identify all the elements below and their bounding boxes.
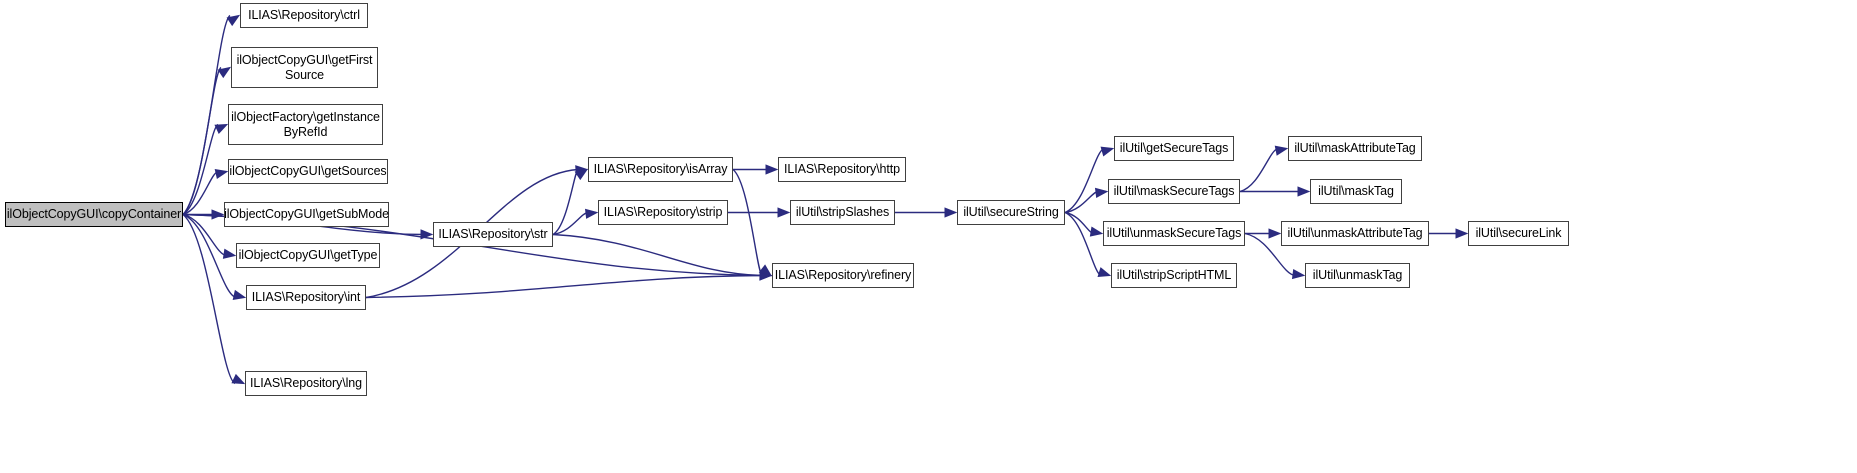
graph-node-lng[interactable]: ILIAS\Repository\lng — [245, 371, 367, 396]
graph-node-getSecureTags[interactable]: ilUtil\getSecureTags — [1114, 136, 1234, 161]
edge-copyContainer-to-getInstanceByRefId — [182, 123, 219, 216]
edge-arrowhead — [1268, 228, 1282, 239]
edge-arrowhead — [1297, 186, 1311, 197]
graph-node-label: ilObjectCopyGUI\getType — [238, 248, 378, 263]
graph-node-label: ilObjectFactory\getInstance ByRefId — [231, 110, 380, 139]
edge-arrowhead — [1455, 228, 1469, 239]
graph-node-unmaskSecureTags[interactable]: ilUtil\unmaskSecureTags — [1103, 221, 1245, 246]
graph-node-label: ILIAS\Repository\http — [783, 162, 900, 177]
graph-node-label: ilUtil\unmaskSecureTags — [1106, 226, 1242, 241]
edge-arrowhead — [214, 168, 229, 180]
edge-arrowhead — [574, 168, 589, 181]
edge-arrowhead — [231, 373, 246, 385]
edge-arrowhead — [777, 207, 791, 218]
graph-node-stripSlashes[interactable]: ilUtil\stripSlashes — [790, 200, 895, 225]
graph-node-label: ilObjectCopyGUI\copyContainer — [6, 207, 182, 222]
graph-node-label: ilUtil\maskSecureTags — [1113, 184, 1235, 199]
graph-node-label: ILIAS\Repository\int — [251, 290, 361, 305]
graph-node-label: ILIAS\Repository\str — [438, 227, 548, 242]
graph-node-maskTag[interactable]: ilUtil\maskTag — [1310, 179, 1402, 204]
edge-copyContainer-to-ctrl — [182, 14, 231, 215]
graph-node-getFirstSource[interactable]: ilObjectCopyGUI\getFirst Source — [231, 47, 378, 88]
edge-arrowhead — [420, 229, 434, 240]
graph-node-refinery[interactable]: ILIAS\Repository\refinery — [772, 263, 914, 288]
edge-arrowhead — [226, 14, 241, 27]
graph-node-getSubMode[interactable]: ilObjectCopyGUI\getSubMode — [224, 202, 389, 227]
graph-node-secureString[interactable]: ilUtil\secureString — [957, 200, 1065, 225]
edge-arrowhead — [759, 270, 773, 281]
graph-node-label: ilObjectCopyGUI\getSubMode — [224, 207, 389, 222]
edge-arrowhead — [584, 208, 599, 219]
edge-maskSecureTags-to-maskAttributeTag — [1239, 147, 1279, 193]
graph-node-label: ilUtil\stripSlashes — [795, 205, 890, 220]
graph-node-str[interactable]: ILIAS\Repository\str — [433, 222, 553, 247]
edge-int-to-refinery — [365, 274, 763, 299]
edge-copyContainer-to-lng — [182, 213, 236, 385]
edge-str-to-strip — [552, 211, 589, 236]
graph-node-label: ILIAS\Repository\ctrl — [248, 8, 360, 23]
graph-node-isArray[interactable]: ILIAS\Repository\isArray — [588, 157, 733, 182]
graph-node-maskSecureTags[interactable]: ilUtil\maskSecureTags — [1108, 179, 1240, 204]
graph-node-label: ILIAS\Repository\strip — [603, 205, 723, 220]
edge-copyContainer-to-getFirstSource — [182, 66, 222, 216]
edge-arrowhead — [759, 270, 773, 281]
graph-node-strip[interactable]: ILIAS\Repository\strip — [598, 200, 728, 225]
graph-node-ctrl[interactable]: ILIAS\Repository\ctrl — [240, 3, 368, 28]
graph-node-unmaskTag[interactable]: ilUtil\unmaskTag — [1305, 263, 1410, 288]
graph-node-label: ilUtil\unmaskAttributeTag — [1287, 226, 1423, 241]
edge-arrowhead — [1291, 268, 1306, 280]
edge-arrowhead — [222, 248, 237, 259]
edge-arrowhead — [759, 270, 773, 281]
edge-isArray-to-refinery — [732, 168, 763, 277]
edge-arrowhead — [232, 289, 247, 300]
edge-str-to-isArray — [552, 168, 579, 236]
edge-arrowhead — [1097, 267, 1112, 277]
edge-copyContainer-to-getType — [182, 213, 227, 257]
graph-node-unmaskAttributeTag[interactable]: ilUtil\unmaskAttributeTag — [1281, 221, 1429, 246]
edge-secureString-to-stripScriptHTML — [1064, 211, 1102, 277]
graph-node-label: ilObjectCopyGUI\getSources — [229, 164, 387, 179]
edge-secureString-to-getSecureTags — [1064, 147, 1105, 214]
edge-arrowhead — [765, 164, 779, 175]
edge-arrowhead — [217, 66, 232, 79]
edge-arrowhead — [1089, 226, 1104, 237]
edge-arrowhead — [211, 209, 225, 220]
graph-node-int[interactable]: ILIAS\Repository\int — [246, 285, 366, 310]
graph-node-label: ILIAS\Repository\isArray — [593, 162, 728, 177]
graph-node-label: ilUtil\maskAttributeTag — [1294, 141, 1416, 156]
graph-node-label: ilUtil\maskTag — [1318, 184, 1394, 199]
edge-arrowhead — [944, 207, 958, 218]
graph-node-http[interactable]: ILIAS\Repository\http — [778, 157, 906, 182]
graph-node-label: ilUtil\getSecureTags — [1119, 141, 1229, 156]
edge-arrowhead — [1100, 146, 1115, 157]
edge-secureString-to-maskSecureTags — [1064, 190, 1099, 214]
edge-arrowhead — [214, 123, 229, 135]
graph-node-label: ilUtil\secureString — [963, 205, 1059, 220]
edge-arrowhead — [758, 264, 773, 277]
edge-arrowhead — [1274, 145, 1289, 156]
edge-str-to-refinery — [552, 233, 763, 277]
graph-node-label: ilUtil\unmaskTag — [1312, 268, 1403, 283]
graph-node-label: ILIAS\Repository\refinery — [774, 268, 912, 283]
graph-node-getSources[interactable]: ilObjectCopyGUI\getSources — [228, 159, 388, 184]
graph-node-secureLink[interactable]: ilUtil\secureLink — [1468, 221, 1569, 246]
graph-node-copyContainer[interactable]: ilObjectCopyGUI\copyContainer — [5, 202, 183, 227]
graph-node-maskAttributeTag[interactable]: ilUtil\maskAttributeTag — [1288, 136, 1422, 161]
edge-arrowhead — [1094, 187, 1109, 198]
graph-node-stripScriptHTML[interactable]: ilUtil\stripScriptHTML — [1111, 263, 1237, 288]
graph-node-getType[interactable]: ilObjectCopyGUI\getType — [236, 243, 380, 268]
edge-arrowhead — [575, 165, 589, 176]
graph-node-label: ilUtil\stripScriptHTML — [1116, 268, 1232, 283]
edge-secureString-to-unmaskSecureTags — [1064, 211, 1094, 235]
graph-node-getInstanceByRefId[interactable]: ilObjectFactory\getInstance ByRefId — [228, 104, 383, 145]
graph-node-label: ilUtil\secureLink — [1475, 226, 1562, 241]
edge-copyContainer-to-getSources — [182, 170, 219, 216]
graph-node-label: ilObjectCopyGUI\getFirst Source — [236, 53, 373, 82]
graph-node-label: ILIAS\Repository\lng — [250, 376, 362, 391]
